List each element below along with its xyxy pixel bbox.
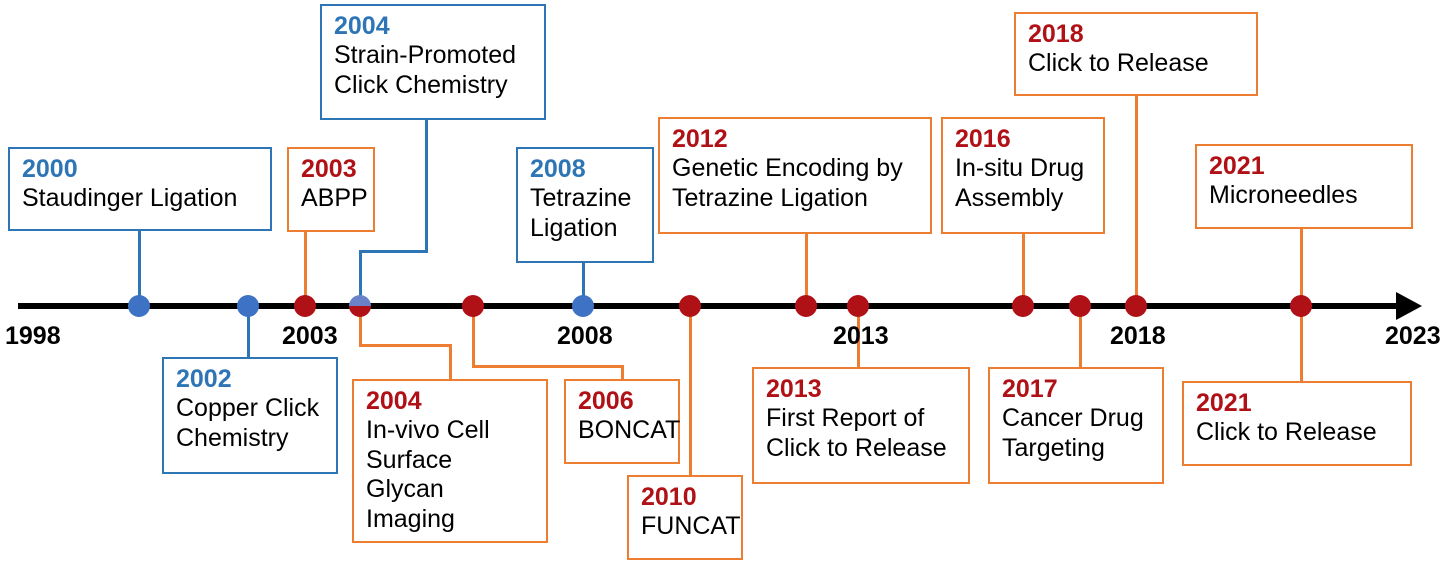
event-box-2004-in-vivo-cell-surface-glycan-imaging[interactable]: 2004 In-vivo Cell Surface Glycan Imaging [352,379,548,543]
event-year: 2010 [641,483,697,511]
event-box-2012-genetic-encoding-by-tetrazine-ligation[interactable]: 2012 Genetic Encoding by Tetrazine Ligat… [658,117,932,234]
timeline-marker-2016[interactable] [1012,295,1034,317]
timeline-marker-2021[interactable] [1290,295,1312,317]
event-year: 2018 [1028,20,1084,48]
event-label: Genetic Encoding by Tetrazine Ligation [672,154,903,212]
connector-2013 [857,308,860,369]
event-year: 2002 [176,365,232,393]
event-year: 2021 [1196,389,1252,417]
event-year: 2003 [301,155,357,183]
timeline-marker-2000[interactable] [128,295,150,317]
event-year: 2000 [22,155,78,183]
timeline-marker-2002[interactable] [237,295,259,317]
event-label: Tetrazine Ligation [530,184,632,242]
event-label: BONCAT [578,416,681,444]
connector-2008 [582,262,585,303]
event-year: 2008 [530,155,586,183]
connector-2017 [1079,308,1082,369]
event-year: 2006 [578,387,634,415]
event-label: Microneedles [1209,181,1358,209]
axis-tick-2008: 2008 [557,322,613,350]
event-box-2000-staudinger-ligation[interactable]: 2000 Staudinger Ligation [8,147,272,231]
connector-2018 [1135,95,1138,303]
connector-2004-invivo-vertical-lower [449,344,452,381]
axis-tick-2018: 2018 [1110,322,1166,350]
event-label: In-situ Drug Assembly [955,154,1085,212]
event-box-2002-copper-click-chemistry[interactable]: 2002 Copper Click Chemistry [162,357,338,474]
timeline-axis-line [18,303,1403,309]
event-label: Copper Click Chemistry [176,394,320,452]
connector-2010 [689,308,692,477]
event-year: 2021 [1209,152,1265,180]
timeline-marker-2018[interactable] [1125,295,1147,317]
event-year: 2004 [366,387,422,415]
event-box-2016-in-situ-drug-assembly[interactable]: 2016 In-situ Drug Assembly [941,117,1105,234]
event-box-2021-microneedles[interactable]: 2021 Microneedles [1195,144,1413,229]
axis-tick-1998: 1998 [5,322,61,350]
event-box-2021-click-to-release[interactable]: 2021 Click to Release [1182,381,1412,466]
connector-2004-strain-vertical-upper [425,119,428,253]
event-box-2013-first-report-of-click-to-release[interactable]: 2013 First Report of Click to Release [752,367,970,484]
connector-2004-strain-horizontal [359,250,428,253]
connector-2006-vertical-upper [472,308,475,368]
timeline-marker-2003[interactable] [294,295,316,317]
timeline-marker-2006[interactable] [462,295,484,317]
event-label: First Report of Click to Release [766,404,947,462]
connector-2006-horizontal [472,365,624,368]
connector-2021-click-to-release [1300,308,1303,383]
event-label: FUNCAT [641,512,741,540]
connector-2000 [138,231,141,301]
timeline-marker-2017[interactable] [1069,295,1091,317]
event-year: 2004 [334,12,390,40]
event-box-2008-tetrazine-ligation[interactable]: 2008 Tetrazine Ligation [516,147,654,263]
event-box-2006-boncat[interactable]: 2006 BONCAT [564,379,680,464]
connector-2004-strain-vertical-lower [359,250,362,303]
event-year: 2012 [672,125,728,153]
event-year: 2013 [766,375,822,403]
connector-2012 [805,233,808,303]
timeline-marker-2008[interactable] [572,295,594,317]
event-label: ABPP [301,184,368,212]
event-label: Click to Release [1196,418,1377,446]
axis-tick-2003: 2003 [282,322,338,350]
event-box-2010-funcat[interactable]: 2010 FUNCAT [627,475,743,560]
connector-2006-vertical-lower [621,365,624,381]
timeline-marker-2013[interactable] [847,295,869,317]
event-year: 2016 [955,125,1011,153]
connector-2016 [1022,233,1025,303]
connector-2004-invivo-horizontal [359,344,451,347]
connector-2021-microneedles [1300,228,1303,303]
event-box-2004-strain-promoted-click-chemistry[interactable]: 2004 Strain-Promoted Click Chemistry [320,4,546,120]
timeline-marker-2004[interactable] [349,295,371,317]
event-label: Click to Release [1028,49,1209,77]
event-label: Staudinger Ligation [22,184,238,212]
timeline-arrow-icon [1396,292,1422,320]
timeline-marker-2012[interactable] [795,295,817,317]
connector-2003 [304,231,307,303]
event-box-2018-click-to-release[interactable]: 2018 Click to Release [1014,12,1258,96]
event-label: Strain-Promoted Click Chemistry [334,41,517,99]
axis-tick-2023: 2023 [1385,322,1441,350]
connector-2002 [247,308,250,359]
event-label: Cancer Drug Targeting [1002,404,1144,462]
timeline-marker-2010[interactable] [679,295,701,317]
event-label: In-vivo Cell Surface Glycan Imaging [366,416,490,533]
connector-2004-invivo-vertical-upper [359,308,362,347]
axis-tick-2013: 2013 [833,322,889,350]
event-box-2003-abpp[interactable]: 2003 ABPP [287,147,375,232]
event-year: 2017 [1002,375,1058,403]
event-box-2017-cancer-drug-targeting[interactable]: 2017 Cancer Drug Targeting [988,367,1164,484]
